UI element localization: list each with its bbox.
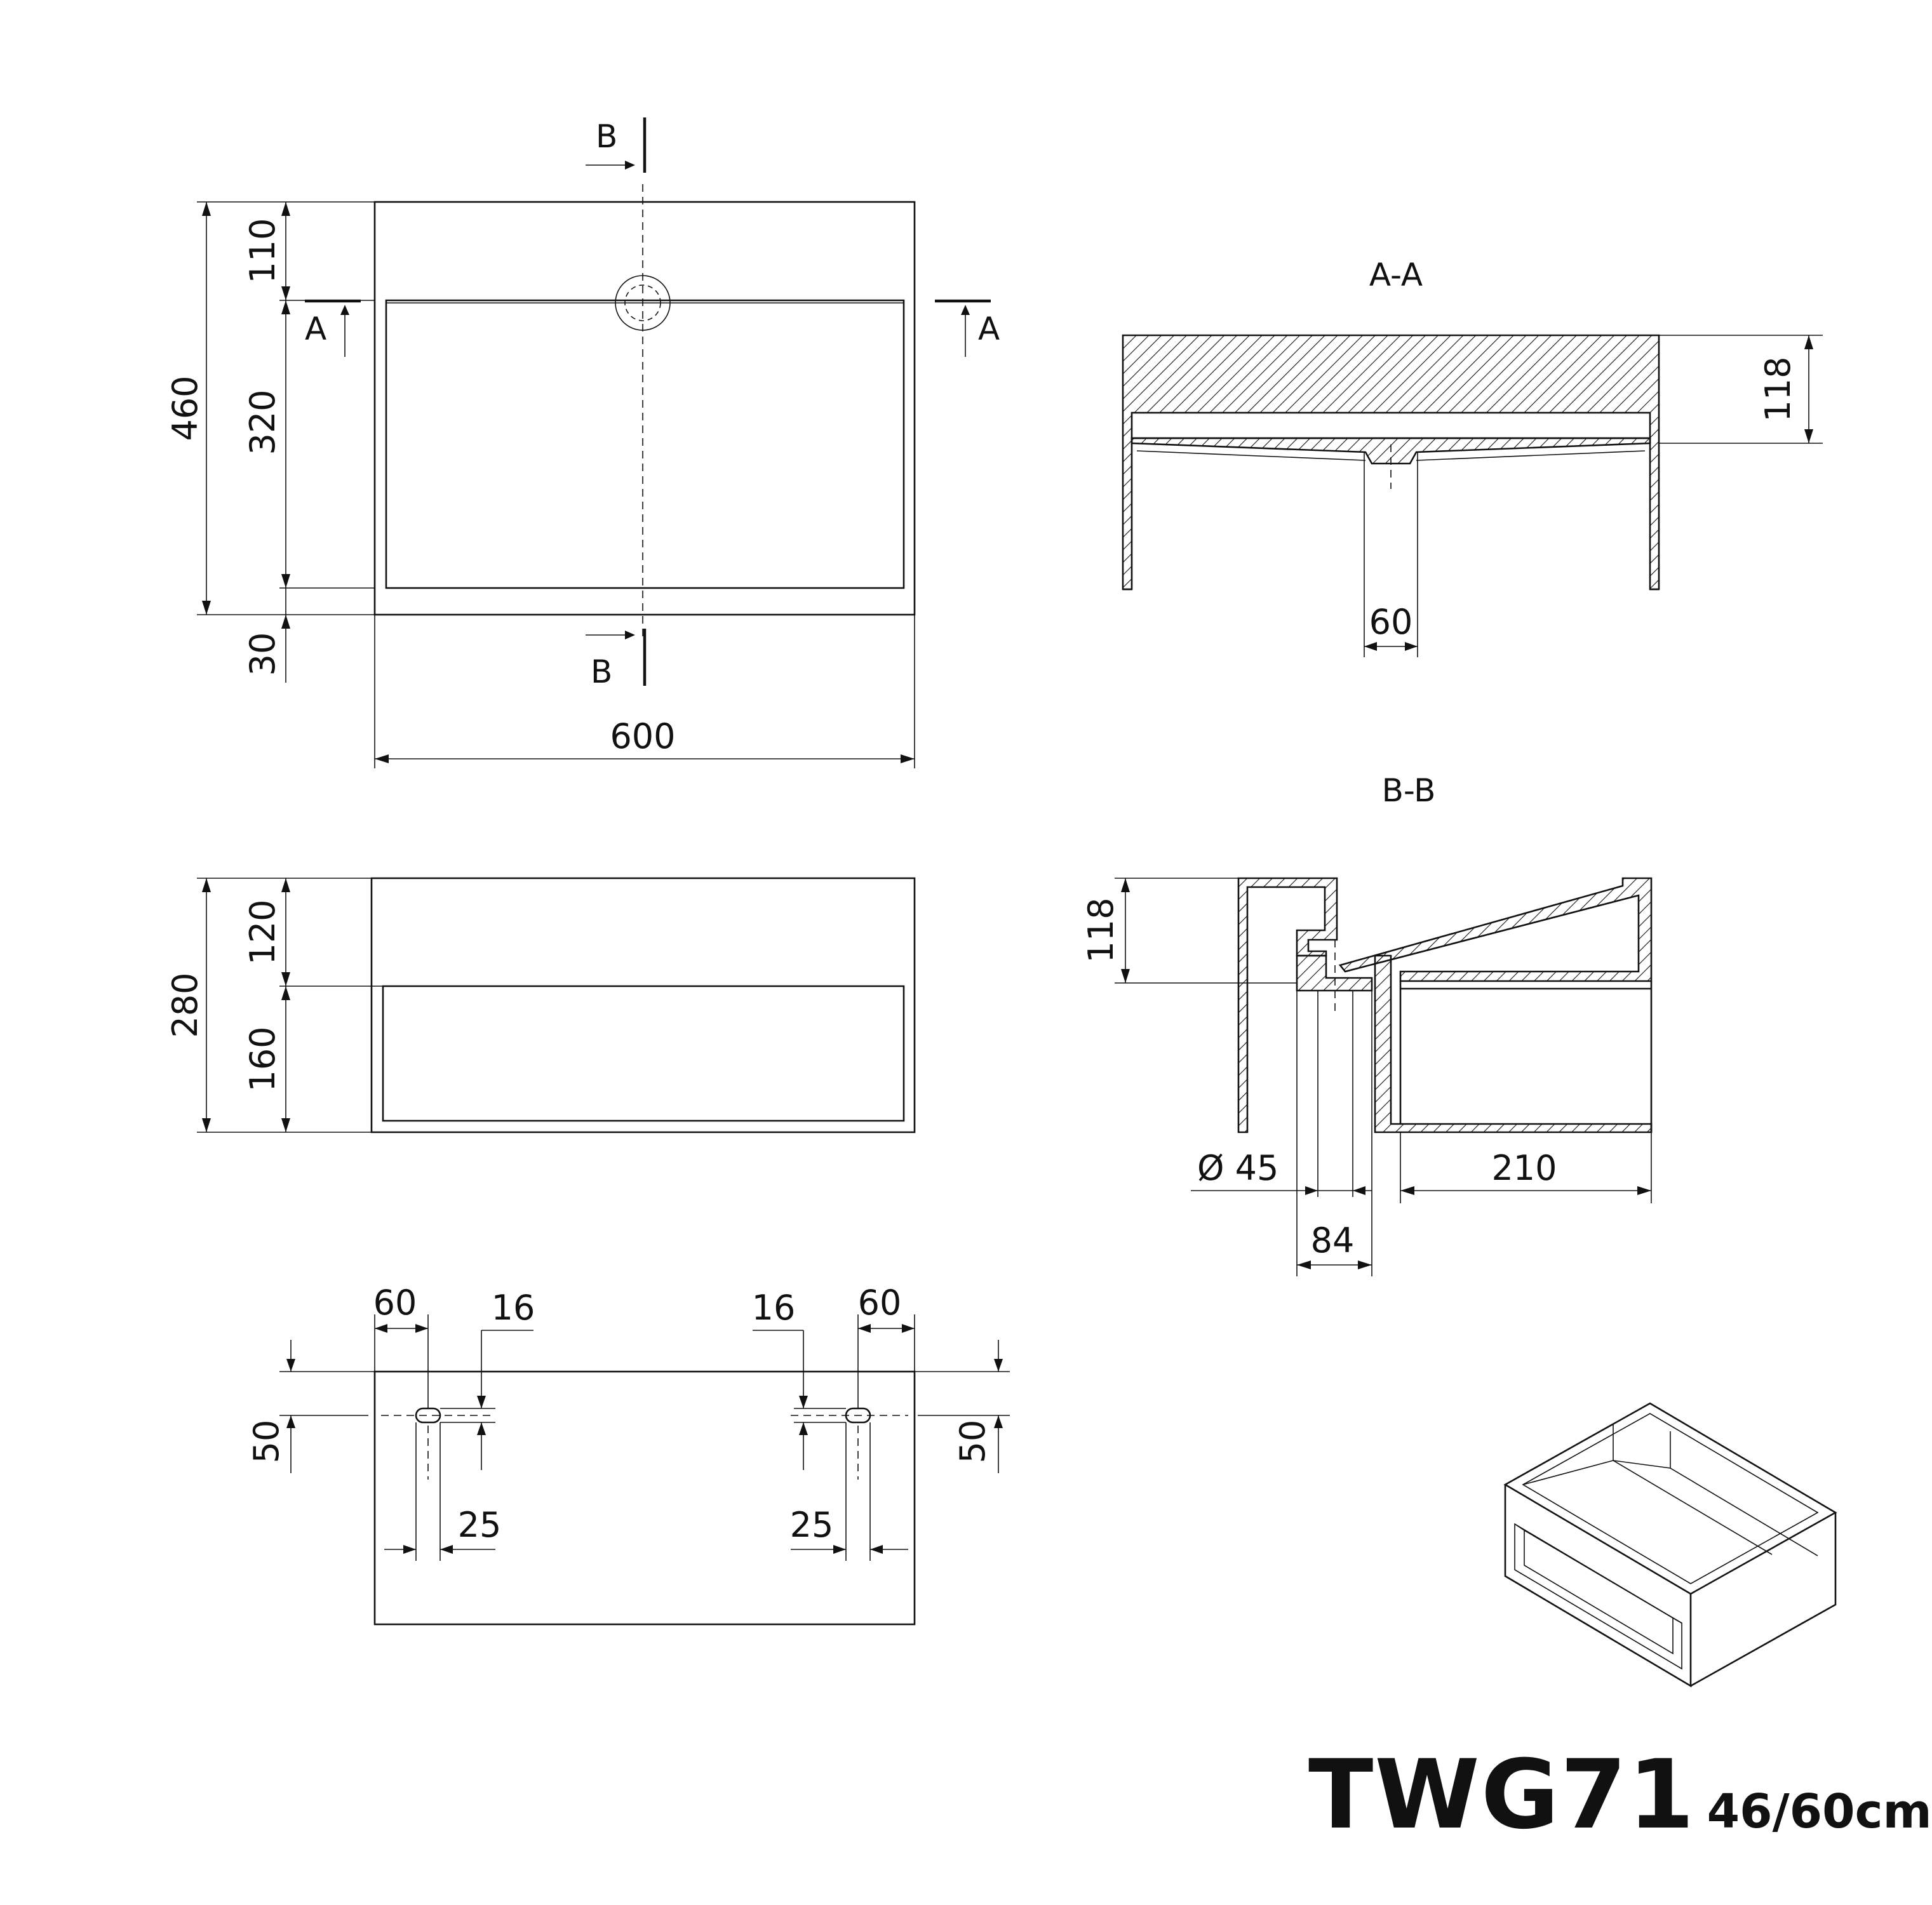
depth-460-label: 460 xyxy=(165,375,205,441)
rear-view: 60 60 16 16 50 xyxy=(246,1283,1010,1626)
section-b-b: B-B 118 Ø 45 84 xyxy=(1081,772,1653,1276)
top-view: B B A A 460 110 320 30 xyxy=(165,117,1000,768)
rear-right-25-label: 25 xyxy=(790,1505,834,1545)
front-30-label: 30 xyxy=(243,632,283,676)
cut-a-left-label: A xyxy=(305,311,326,347)
section-a-a-118-label: 118 xyxy=(1758,356,1798,422)
section-b-b-diameter-label: Ø 45 xyxy=(1197,1148,1278,1188)
section-b-b-title: B-B xyxy=(1382,772,1436,809)
rear-left-60-label: 60 xyxy=(373,1283,417,1323)
drain-inner-circle xyxy=(624,284,661,321)
section-b-b-back-wall xyxy=(1237,877,1338,1133)
model-title: TWG71 xyxy=(1308,1740,1696,1850)
top-view-outline xyxy=(373,201,916,616)
rear-left-50-label: 50 xyxy=(246,1420,286,1464)
front-view-shelf-opening xyxy=(382,985,905,1122)
width-600-label: 600 xyxy=(610,716,675,756)
cut-b-bottom-label: B xyxy=(591,653,612,690)
top-view-basin xyxy=(385,299,905,589)
front-160-label: 160 xyxy=(243,1026,283,1092)
front-120-label: 120 xyxy=(243,899,283,965)
section-b-b-shelf xyxy=(1374,954,1653,1133)
rear-left-16-label: 16 xyxy=(492,1288,535,1328)
cut-b-top-label: B xyxy=(596,118,617,155)
rear-right-60-label: 60 xyxy=(858,1283,902,1323)
rear-left-25-label: 25 xyxy=(458,1505,502,1545)
drain-outer-circle xyxy=(615,275,671,331)
rear-right-50-label: 50 xyxy=(953,1420,993,1464)
section-b-b-drain-seat xyxy=(1296,954,1373,992)
model-size: 46/60cm xyxy=(1707,1784,1932,1839)
rear-view-outline xyxy=(373,1370,916,1626)
section-b-b-118-label: 118 xyxy=(1081,897,1121,963)
front-view: 280 120 160 xyxy=(165,877,916,1133)
section-a-a-60-label: 60 xyxy=(1369,602,1413,642)
section-b-b-84-label: 84 xyxy=(1311,1220,1355,1260)
isometric-view xyxy=(1503,1402,1837,1688)
rear-right-16-label: 16 xyxy=(752,1288,796,1328)
basin-320-label: 320 xyxy=(243,389,283,455)
section-a-a: A-A 118 60 xyxy=(1122,257,1823,657)
rear-110-label: 110 xyxy=(243,218,283,283)
front-280-label: 280 xyxy=(165,972,205,1038)
section-b-b-210-label: 210 xyxy=(1491,1148,1557,1188)
section-a-a-title: A-A xyxy=(1369,257,1423,293)
front-view-outline xyxy=(370,877,916,1133)
cut-a-right-label: A xyxy=(978,311,1000,347)
